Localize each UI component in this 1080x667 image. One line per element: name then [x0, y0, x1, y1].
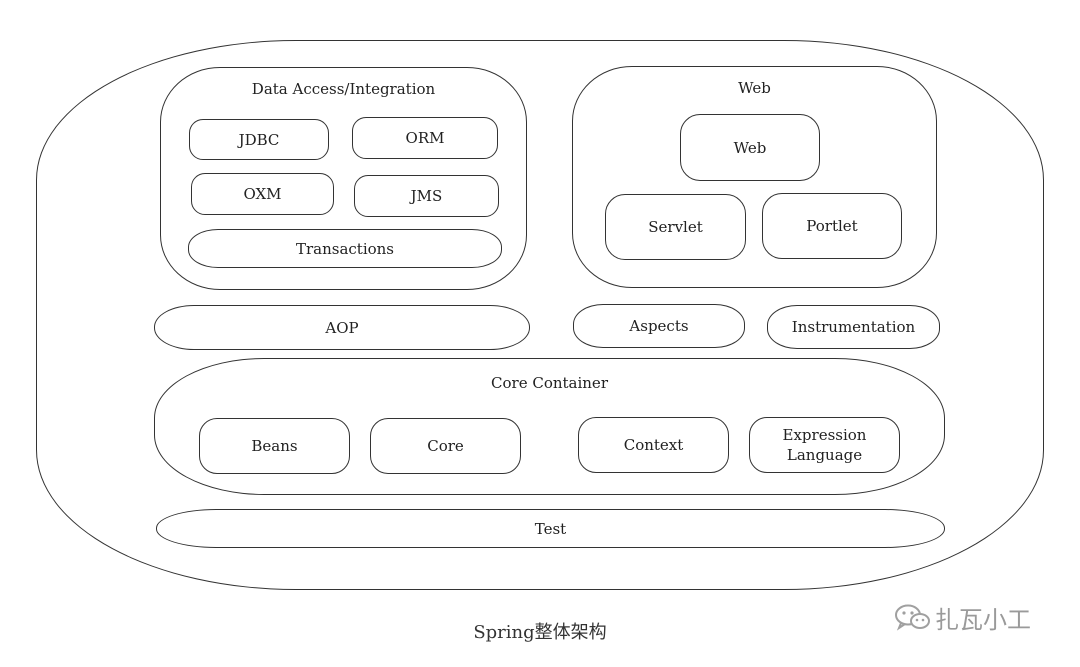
diagram-caption: Spring整体架构: [473, 622, 607, 643]
context-label: Context: [623, 436, 684, 454]
beans-label: Beans: [251, 437, 298, 455]
portlet-module: Portlet: [762, 193, 902, 259]
instrumentation-module: Instrumentation: [767, 305, 940, 349]
core-label: Core: [427, 437, 464, 455]
orm-label: ORM: [405, 129, 445, 147]
core-container-title: Core Container: [491, 374, 608, 392]
watermark-text: 扎瓦小工: [935, 605, 1031, 634]
core-module: Core: [370, 418, 521, 474]
jdbc-module: JDBC: [189, 119, 329, 160]
test-label: Test: [534, 519, 567, 538]
context-module: Context: [578, 417, 729, 473]
aspects-label: Aspects: [629, 317, 689, 335]
transactions-module: Transactions: [188, 229, 502, 268]
web-group-title: Web: [738, 79, 771, 97]
jdbc-label: JDBC: [238, 130, 280, 149]
servlet-label: Servlet: [648, 218, 703, 236]
expression-language-label-line2: Language: [786, 446, 863, 464]
beans-module: Beans: [199, 418, 350, 474]
watermark: 扎瓦小工: [893, 600, 1031, 634]
orm-module: ORM: [352, 117, 498, 159]
aop-label: AOP: [325, 318, 359, 337]
data-access-integration-title: Data Access/Integration: [251, 80, 436, 98]
expression-language-label-line1: Expression: [782, 426, 867, 444]
jms-label: JMS: [410, 187, 443, 205]
wechat-icon: [895, 604, 930, 631]
oxm-label: OXM: [243, 185, 282, 203]
oxm-module: OXM: [191, 173, 334, 215]
test-module: Test: [156, 509, 945, 548]
jms-module: JMS: [354, 175, 499, 217]
aspects-module: Aspects: [573, 304, 745, 348]
expression-language-module: Expression Language: [749, 417, 900, 473]
portlet-label: Portlet: [806, 217, 858, 235]
aop-module: AOP: [154, 305, 530, 350]
web-module-label: Web: [733, 138, 767, 157]
transactions-label: Transactions: [295, 239, 395, 258]
web-module: Web: [680, 114, 820, 181]
instrumentation-label: Instrumentation: [791, 318, 916, 336]
servlet-module: Servlet: [605, 194, 746, 260]
